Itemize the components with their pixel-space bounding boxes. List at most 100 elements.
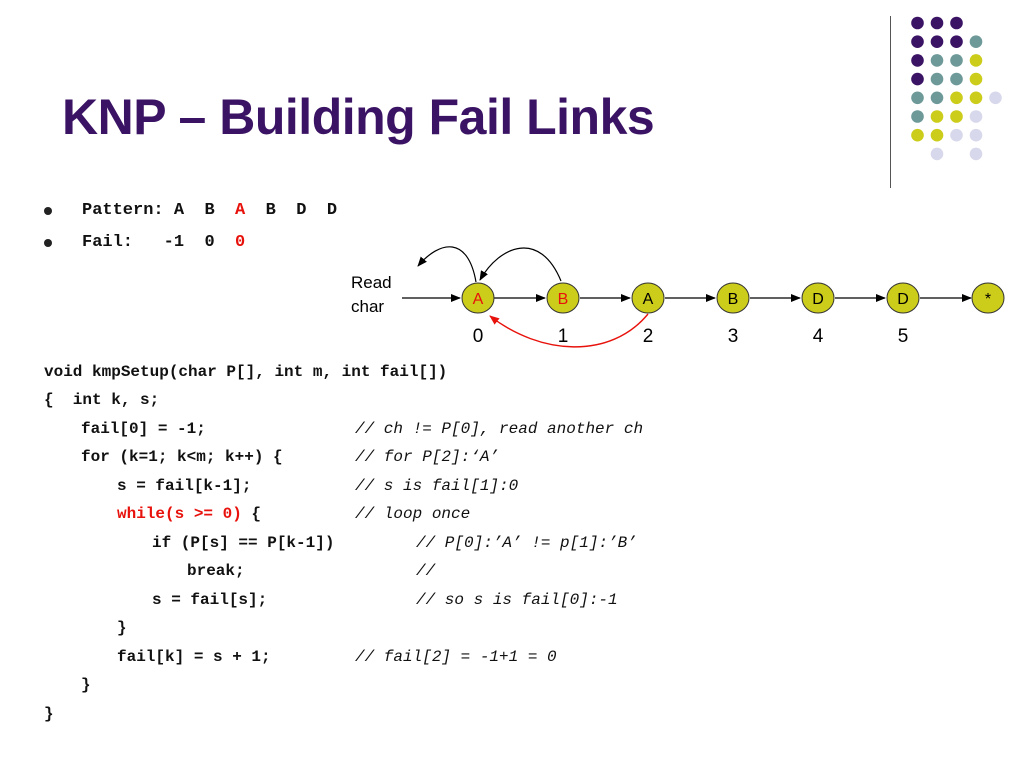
code-highlight: while(s >= 0) — [117, 505, 242, 523]
state-index: 0 — [473, 326, 484, 347]
decorative-dot — [950, 128, 963, 142]
pattern-value: A — [173, 201, 185, 220]
code-line: void kmpSetup(char P[], int m, int fail[… — [44, 363, 448, 381]
decorative-dot — [969, 110, 983, 123]
fail-link-arrow — [479, 247, 562, 282]
state-label: A — [473, 291, 484, 308]
decorative-dot — [950, 54, 963, 67]
state-node: A — [461, 282, 495, 314]
state-index: 4 — [813, 326, 824, 347]
pattern-value: B — [204, 201, 215, 220]
state-label: B — [728, 291, 739, 308]
code-line: while(s >= 0) { — [117, 505, 261, 523]
accept-state-node: * — [971, 282, 1005, 314]
code-comment: // so s is fail[0]:-1 — [416, 591, 618, 609]
state-index: 5 — [898, 326, 909, 347]
state-label: * — [985, 291, 991, 308]
decorative-divider — [890, 16, 891, 188]
state-label: B — [558, 291, 569, 308]
decorative-dot — [911, 128, 924, 142]
fail-link-arrow — [417, 246, 477, 283]
decorative-dot-grid — [911, 16, 1002, 161]
state-node: B — [716, 282, 750, 314]
decorative-dot — [930, 16, 944, 30]
code-line-highlight: fail[k] = s + 1; — [117, 648, 271, 666]
decorative-dot — [969, 147, 983, 161]
decorative-dot — [930, 91, 944, 105]
code-comment: // fail[2] = -1+1 = 0 — [355, 648, 557, 666]
code-line: } — [44, 705, 54, 723]
code-comment: // loop once — [355, 505, 471, 523]
code-line-highlight: if (P[s] == P[k-1]) — [152, 534, 335, 552]
state-node: D — [886, 282, 920, 314]
decorative-dot — [969, 72, 983, 86]
code-line: } — [81, 676, 91, 694]
bullet-dot-icon — [44, 207, 52, 215]
decorative-dot — [911, 35, 924, 48]
state-index: 1 — [558, 326, 569, 347]
pattern-text: Pattern: A B A B D D — [82, 201, 337, 220]
code-comment: // P[0]:’A’ != p[1]:’B’ — [416, 534, 637, 552]
code-line: { int k, s; — [44, 391, 160, 409]
decorative-dot — [969, 35, 983, 48]
decorative-dot — [930, 35, 944, 48]
pattern-label: Pattern: — [82, 201, 164, 220]
code-comment: // ch != P[0], read another ch — [355, 420, 644, 438]
state-label: D — [897, 291, 909, 308]
decorative-dot — [950, 35, 963, 48]
read-char-label: char — [351, 297, 384, 316]
decorative-dot — [930, 110, 944, 123]
code-line-highlight: s = fail[s]; — [152, 591, 268, 609]
state-index: 2 — [643, 326, 654, 347]
decorative-dot — [950, 72, 963, 86]
fail-link-arrow-highlight — [489, 313, 649, 348]
state-index: 3 — [728, 326, 739, 347]
code-line: for (k=1; k<m; k++) { — [81, 448, 283, 466]
code-line-highlight: s = fail[k-1]; — [117, 477, 252, 495]
bullet-dot-icon — [44, 239, 52, 247]
decorative-dot — [930, 54, 944, 67]
decorative-dot — [989, 91, 1002, 105]
fail-value-highlight: 0 — [235, 233, 246, 252]
decorative-dot — [911, 110, 924, 123]
decorative-dot — [969, 54, 983, 67]
pattern-value: B — [265, 201, 276, 220]
fail-bullet: Fail: -1 0 0 — [44, 232, 245, 264]
state-node: B — [546, 282, 580, 314]
pattern-value-highlight: A — [235, 201, 246, 220]
decorative-dot — [969, 91, 983, 105]
decorative-dot — [911, 72, 924, 86]
decorative-dot — [911, 16, 924, 30]
code-line: } — [117, 619, 127, 637]
code-comment: // s is fail[1]:0 — [355, 477, 519, 495]
decorative-dot — [911, 54, 924, 67]
state-label: A — [643, 291, 654, 308]
pattern-bullet: Pattern: A B A B D D — [44, 200, 337, 232]
fail-link-diagram: Read char A B A B D D * 0 1 2 3 — [351, 246, 1005, 348]
decorative-dot — [911, 91, 924, 105]
decorative-dot — [930, 72, 944, 86]
decorative-dot — [950, 110, 963, 123]
decorative-dot — [930, 147, 944, 161]
code-line: fail[0] = -1; — [81, 420, 206, 438]
decorative-dot — [950, 91, 963, 105]
fail-text: Fail: -1 0 0 — [82, 233, 245, 252]
fail-value: 0 — [204, 233, 215, 252]
fail-label: Fail: — [82, 233, 134, 252]
decorative-dot — [969, 128, 983, 142]
state-node: A — [631, 282, 665, 314]
state-node: D — [801, 282, 835, 314]
bullet-list: Pattern: A B A B D D Fail: -1 0 0 — [44, 200, 337, 264]
state-label: D — [812, 291, 824, 308]
slide-title: KNP – Building Fail Links — [62, 89, 655, 145]
pattern-value: D — [326, 201, 338, 220]
code-text: { — [241, 505, 262, 523]
decorative-dot — [930, 128, 944, 142]
read-char-label: Read — [351, 273, 392, 292]
code-comment: // for P[2]:‘A’ — [355, 448, 500, 466]
code-line: break; — [187, 562, 245, 580]
decorative-dot — [950, 16, 963, 30]
fail-value: -1 — [163, 233, 185, 252]
pattern-value: D — [296, 201, 307, 220]
code-comment: // — [416, 562, 436, 580]
